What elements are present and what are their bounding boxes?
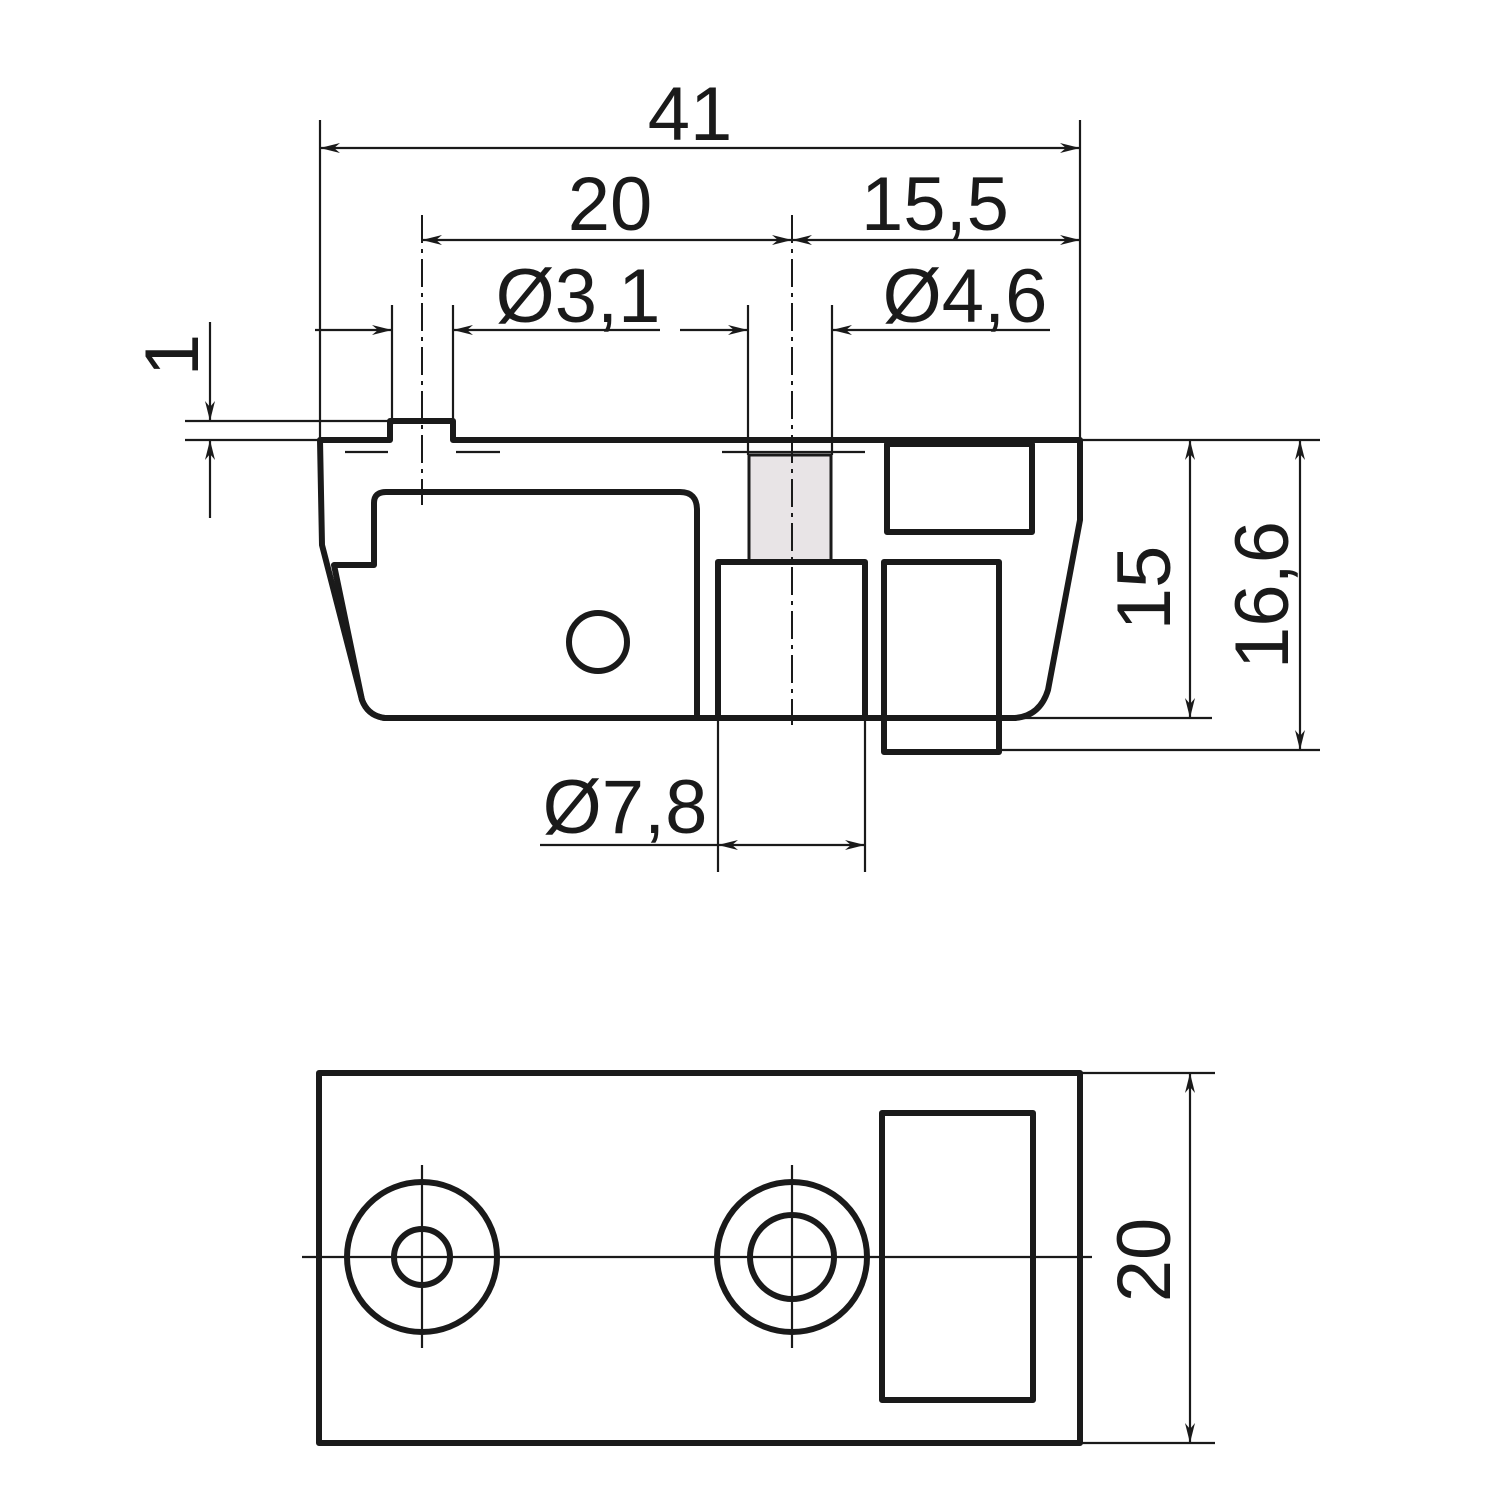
dimension-15: 15 (1015, 438, 1320, 720)
dimension-1: 1 (130, 322, 390, 518)
dimension-width-20: 20 (1080, 1071, 1215, 1445)
dimension-15-5: 15,5 (792, 162, 1080, 247)
dimension-dia-7-8: Ø7,8 (540, 718, 867, 872)
dim-label-15-5: 15,5 (861, 162, 1009, 247)
top-view (302, 1070, 1092, 1446)
dim-label-20: 20 (568, 162, 653, 247)
dim-label-dia-3-1: Ø3,1 (496, 254, 661, 339)
dim-label-41: 41 (648, 72, 733, 157)
dim-label-width-20: 20 (1102, 1218, 1187, 1303)
dim-label-dia-7-8: Ø7,8 (543, 765, 708, 850)
knurled-insert (881, 559, 1002, 755)
dim-label-15: 15 (1102, 546, 1187, 631)
dim-label-dia-4-6: Ø4,6 (883, 254, 1048, 339)
side-hole (566, 610, 630, 674)
dimension-16-6: 16,6 (1000, 440, 1320, 752)
section-view (317, 215, 1083, 755)
left-cavity (331, 489, 700, 721)
through-hole (747, 453, 833, 565)
dim-label-1: 1 (130, 334, 215, 376)
dimension-dia-3-1: Ø3,1 (315, 254, 660, 425)
dimension-dia-4-6: Ø4,6 (680, 254, 1050, 455)
centerlines (302, 1165, 1092, 1348)
top-pocket (884, 441, 1035, 535)
dimension-20-spacing: 20 (422, 162, 792, 247)
dimension-41: 41 (318, 72, 1082, 440)
dim-label-16-6: 16,6 (1220, 521, 1305, 669)
